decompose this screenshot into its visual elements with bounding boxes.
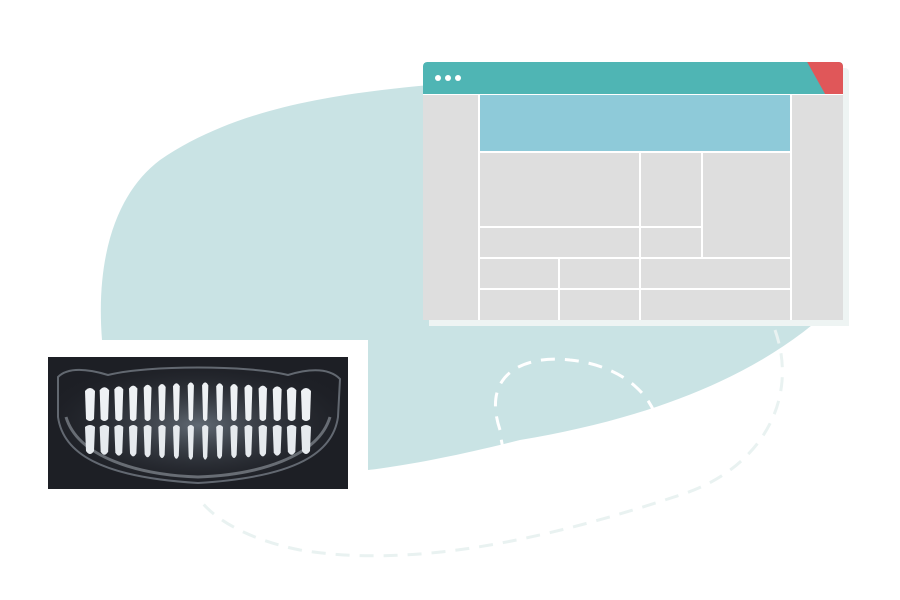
right-sidebar-placeholder <box>792 95 843 320</box>
browser-window-mockup <box>423 62 843 320</box>
lower-tooth <box>85 425 95 454</box>
upper-tooth <box>301 388 311 421</box>
upper-teeth <box>85 382 311 421</box>
upper-tooth <box>143 384 152 421</box>
lower-tooth <box>158 425 166 458</box>
grid-cell <box>480 259 558 288</box>
grid-cell-wide <box>641 259 790 288</box>
content-block-narrow <box>641 153 701 226</box>
close-corner-icon <box>807 62 843 94</box>
upper-tooth <box>158 384 166 421</box>
grid-cell <box>480 290 558 320</box>
lower-tooth <box>272 425 282 456</box>
grid-cell <box>560 259 639 288</box>
upper-tooth <box>244 384 253 421</box>
dot-icon <box>455 75 461 81</box>
lower-tooth <box>143 425 152 458</box>
grid-cell <box>560 290 639 320</box>
header-banner-placeholder <box>480 95 790 151</box>
dot-icon <box>445 75 451 81</box>
dental-xray-image <box>48 357 348 489</box>
upper-tooth <box>230 384 238 421</box>
window-titlebar <box>423 62 843 94</box>
upper-tooth <box>129 385 138 421</box>
lower-tooth <box>244 425 253 458</box>
upper-tooth <box>202 382 209 421</box>
lower-tooth <box>202 425 209 460</box>
upper-tooth <box>258 385 267 421</box>
lower-teeth <box>85 425 311 460</box>
content-block-main <box>480 153 639 226</box>
xray-drawing <box>48 357 348 489</box>
lower-tooth <box>230 425 238 458</box>
grid-cell-wide <box>641 290 790 320</box>
upper-tooth <box>85 388 95 421</box>
lower-tooth <box>258 425 267 457</box>
upper-tooth <box>99 387 110 421</box>
content-block-strip-small <box>641 228 701 257</box>
lower-tooth <box>286 425 297 455</box>
dot-icon <box>435 75 441 81</box>
upper-tooth <box>216 383 223 421</box>
lower-tooth <box>216 425 223 459</box>
lower-tooth <box>173 425 180 459</box>
window-controls <box>435 75 461 81</box>
upper-tooth <box>173 383 180 421</box>
left-sidebar-placeholder <box>423 95 478 320</box>
upper-tooth <box>286 387 297 421</box>
lower-tooth <box>187 425 194 460</box>
upper-tooth <box>187 382 194 421</box>
lower-tooth <box>99 425 110 455</box>
lower-tooth <box>114 425 124 456</box>
lower-tooth <box>129 425 138 457</box>
content-block-tall <box>703 153 790 257</box>
dashed-loop-outer <box>198 329 784 558</box>
upper-tooth <box>114 386 124 421</box>
upper-tooth <box>272 386 282 421</box>
lower-tooth <box>301 425 311 454</box>
content-block-strip <box>480 228 639 257</box>
jaw-outline <box>57 366 342 485</box>
dashed-loop-inner <box>493 357 662 512</box>
